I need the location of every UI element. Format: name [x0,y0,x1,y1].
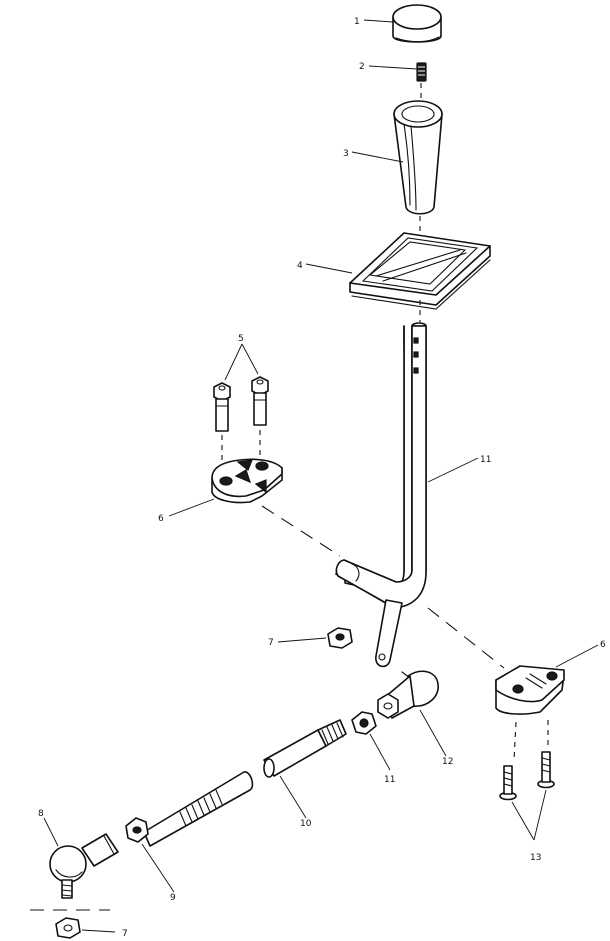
callout-12: 12 [442,757,453,767]
callout-11-nut: 11 [384,775,395,785]
callout-1: 1 [354,17,360,27]
shift-lever [335,322,427,668]
shift-boot [349,232,491,322]
callout-5: 5 [238,334,244,344]
shift-handle [393,100,443,236]
callout-13: 13 [530,853,541,863]
ball-socket [49,833,119,899]
nut-upper [327,627,353,649]
callouts: 1 2 3 4 5 6 6 7 7 8 9 10 11 11 12 13 [38,17,606,939]
leader-lines [43,19,599,933]
callout-7-lower: 7 [122,929,128,939]
knob-cap [392,4,442,43]
callout-8: 8 [38,809,44,819]
bolts [213,376,269,460]
set-screw [416,62,427,100]
callout-2: 2 [359,62,365,72]
cable-shaft [143,719,347,847]
callout-7-upper: 7 [268,638,274,648]
jam-nut [351,711,377,735]
nut-lower [125,817,149,843]
callout-4: 4 [297,261,303,271]
nut-bottom [55,917,81,939]
callout-10: 10 [300,819,312,829]
callout-6-left: 6 [158,514,164,524]
callout-9: 9 [170,893,176,903]
callout-3: 3 [343,149,349,159]
callout-6-right: 6 [600,640,606,650]
callout-11-lever: 11 [480,455,491,465]
screws [499,751,555,801]
mounting-bracket-left [211,458,283,504]
mounting-bracket-right [495,665,565,761]
ball-joint [377,670,439,719]
